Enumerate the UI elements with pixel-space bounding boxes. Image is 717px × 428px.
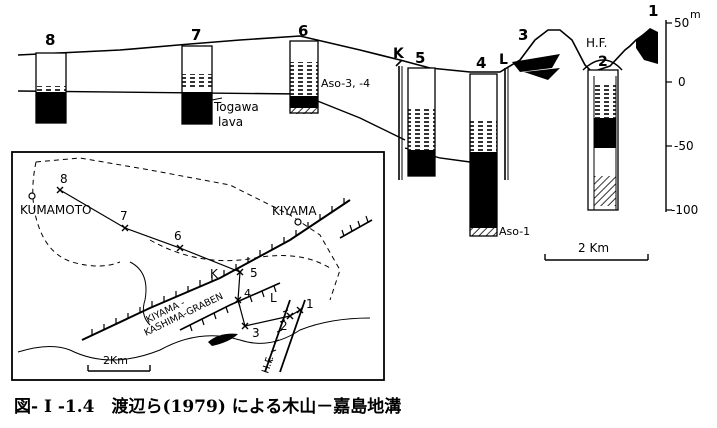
section-annotations: Togawa lava Aso-3, -4 Aso-1 — [211, 77, 530, 238]
column-labels: 8 7 6 K 5 4 L 3 H.F. 2 1 — [45, 2, 658, 72]
lava-label: lava — [218, 115, 243, 129]
elev-tick-50: 50 — [674, 16, 689, 30]
cross-section: 8 7 6 K 5 4 L 3 H.F. 2 1 Togawa lava Aso… — [17, 2, 701, 261]
map-point-7: 7 — [120, 209, 128, 223]
figure-caption: 図- I -1.4 渡辺ら(1979) による木山－嘉島地溝 — [14, 396, 401, 417]
section-scale-label: 2 Km — [578, 241, 609, 255]
traverse-points — [56, 186, 304, 330]
borehole-5 — [407, 67, 436, 177]
label-col-3: 3 — [518, 26, 528, 44]
aso-3-4-label: Aso-3, -4 — [321, 77, 370, 90]
map-point-8: 8 — [60, 172, 68, 186]
label-fault-k: K — [393, 46, 405, 62]
togawa-label: Togawa — [213, 100, 259, 114]
map-point-5: 5 — [250, 266, 258, 280]
graben-south-boundary — [179, 282, 281, 331]
label-col-4: 4 — [476, 54, 486, 72]
label-col-5: 5 — [415, 49, 425, 67]
borehole-4 — [469, 73, 498, 237]
hill-3-lava — [512, 54, 560, 80]
map-point-3: 3 — [252, 326, 260, 340]
borehole-1-lava — [636, 28, 658, 64]
borehole-8 — [35, 52, 67, 124]
inset-map: KUMAMOTO KIYAMA KIYAMA - KASHIMA-GRABEN … — [11, 151, 385, 381]
elevation-axis: 50 m 0 -50 -100 — [665, 8, 701, 217]
elev-unit: m — [690, 8, 701, 21]
inset-frame — [11, 151, 385, 381]
label-hf: H.F. — [586, 36, 607, 50]
map-point-1: 1 — [306, 297, 314, 311]
map-fault-l: L — [270, 291, 277, 305]
river — [17, 317, 371, 361]
lava-flow — [208, 333, 238, 346]
fault-l — [504, 68, 509, 180]
elev-tick-minus50: -50 — [674, 139, 694, 153]
kumamoto-marker — [28, 192, 36, 200]
elev-tick-minus100: -100 — [671, 203, 698, 217]
map-point-6: 6 — [174, 229, 182, 243]
fault-k — [395, 59, 403, 180]
map-point-2: 2 — [280, 319, 288, 333]
label-col-2: 2 — [598, 54, 608, 70]
elev-tick-0: 0 — [678, 75, 686, 89]
label-fault-l: L — [499, 52, 508, 68]
map-point-4: 4 — [244, 287, 251, 300]
kiyama-label: KIYAMA — [272, 204, 317, 218]
borehole-6 — [289, 40, 319, 114]
kumamoto-label: KUMAMOTO — [20, 203, 91, 217]
label-col-6: 6 — [298, 22, 308, 40]
label-col-8: 8 — [45, 31, 55, 49]
kiyama-marker — [294, 218, 302, 226]
section-scale-bar: 2 Km — [544, 241, 649, 261]
label-col-7: 7 — [191, 26, 201, 44]
hf-fault-zone — [264, 299, 306, 373]
label-col-1: 1 — [648, 2, 658, 20]
borehole-7 — [181, 45, 213, 125]
map-scale-bar: 2Km — [87, 354, 151, 372]
dashed-boundary — [32, 157, 341, 301]
aso-1-label: Aso-1 — [499, 225, 530, 238]
traverse-line — [59, 189, 301, 327]
borehole-2 — [582, 59, 623, 211]
map-fault-k: K — [210, 267, 219, 281]
map-scale-label: 2Km — [103, 354, 128, 367]
ground-surface-line — [17, 29, 651, 73]
map-fault-hf: H.F. — [260, 355, 276, 375]
graben-north-boundary — [81, 199, 351, 341]
